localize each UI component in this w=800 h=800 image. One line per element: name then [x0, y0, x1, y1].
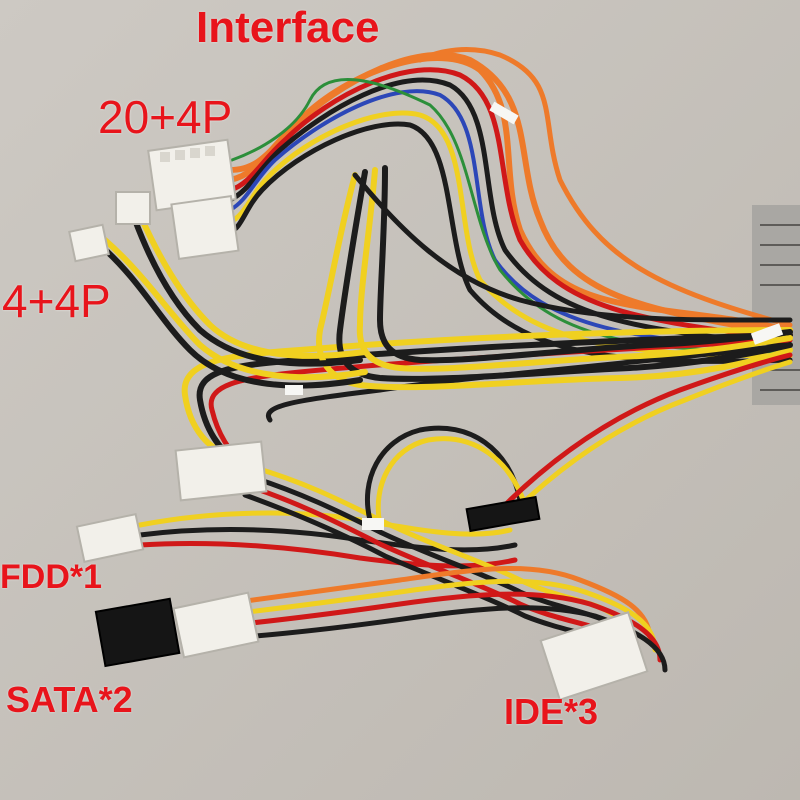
fdd-connector: [75, 512, 145, 564]
ide-connector: [539, 611, 649, 701]
cpu-cable: [97, 212, 368, 389]
main-connector-label: 20+4P: [98, 91, 233, 143]
connectors: [68, 101, 784, 701]
cpu-connector-label: 4+4P: [2, 275, 111, 327]
sata-label: SATA*2: [6, 679, 133, 720]
interface-label: Interface: [196, 3, 380, 52]
fdd-label: FDD*1: [0, 558, 103, 596]
sata-connector-2: [465, 495, 541, 533]
sata-connector: [94, 597, 181, 668]
psu-box: [752, 205, 800, 405]
cpu-4-4p-connector: [68, 191, 151, 263]
main-20-4p-connector: [147, 138, 240, 261]
molex-connector-2: [172, 591, 260, 659]
molex-connector-1: [174, 440, 268, 502]
peripheral-bundles: [181, 165, 793, 465]
ide-label: IDE*3: [504, 691, 599, 732]
